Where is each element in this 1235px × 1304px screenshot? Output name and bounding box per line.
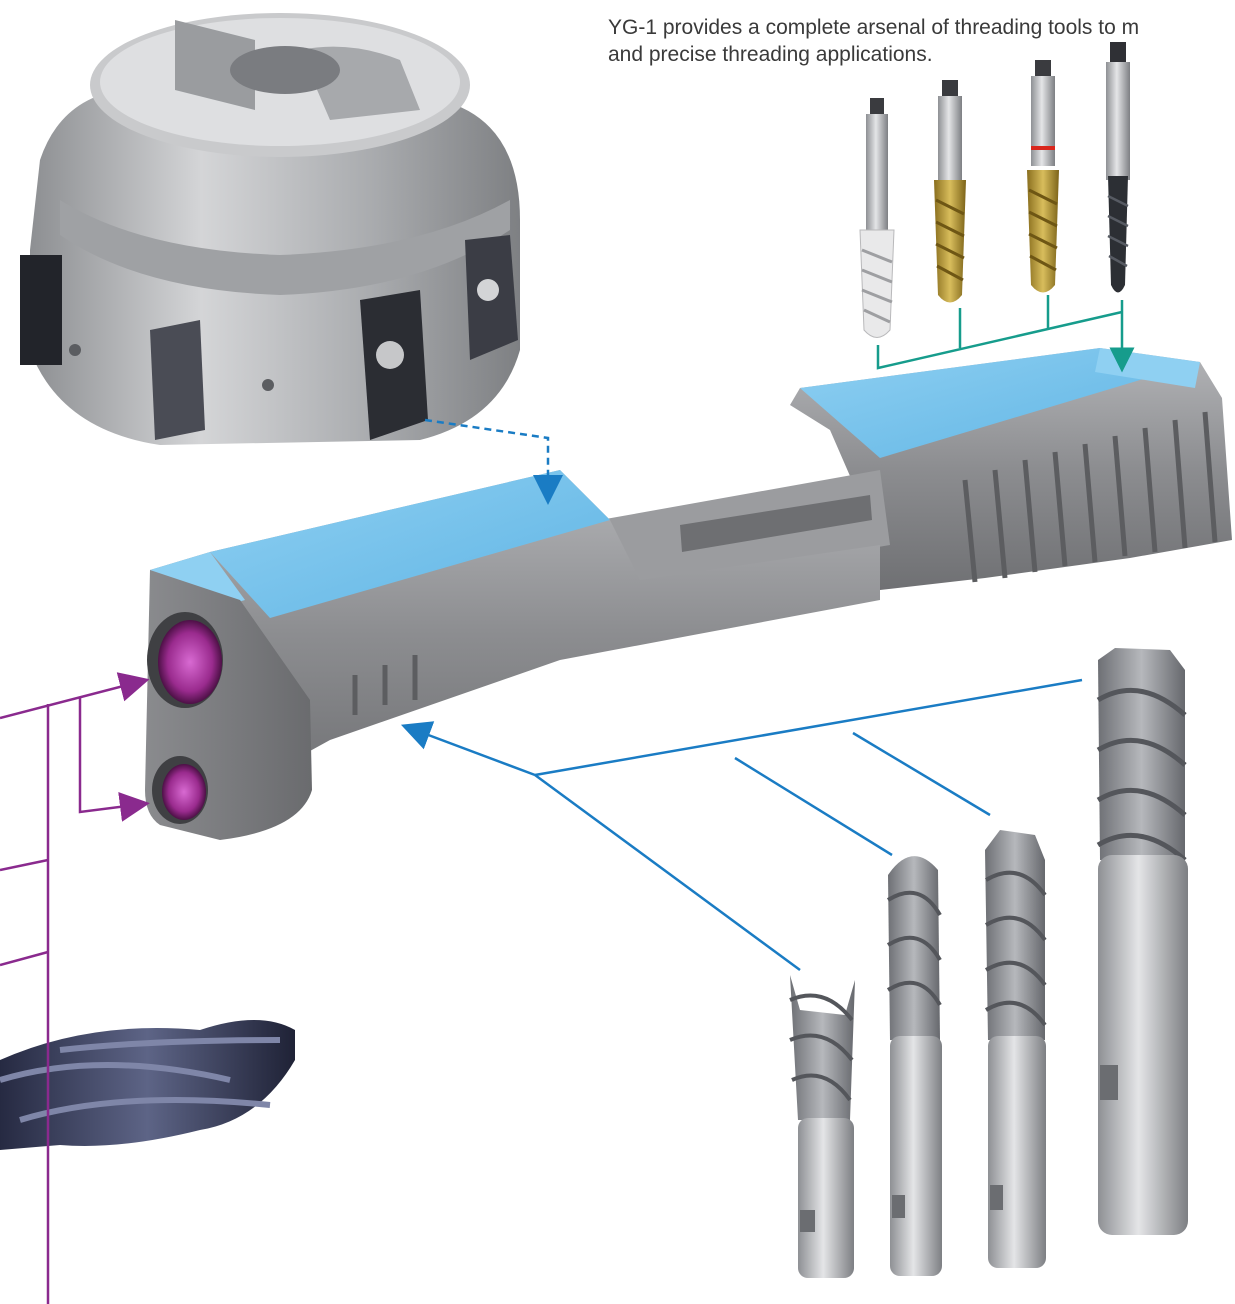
- end-mill-icon: [789, 648, 1188, 1278]
- front-serrations: [352, 655, 418, 715]
- tap-gold-1: [934, 80, 966, 303]
- end-mill-1: [789, 975, 855, 1278]
- end-mill-2: [886, 856, 942, 1276]
- tap-gold-2: [1027, 60, 1059, 293]
- end-mill-3: [984, 830, 1047, 1268]
- drilling-callout: [0, 672, 150, 1304]
- end-milling-callout: [400, 678, 1083, 972]
- twist-drill-icon: [0, 1020, 295, 1150]
- end-mill-4: [1096, 648, 1188, 1235]
- threading-intro-line-2: and precise threading applications.: [608, 43, 933, 66]
- threading-callout: [876, 295, 1135, 373]
- threading-intro-text: YG-1 provides a complete arsenal of thre…: [608, 14, 1235, 68]
- machined-top-rear: [800, 348, 1180, 458]
- insert-front-left: [150, 320, 205, 440]
- insert-left: [20, 255, 62, 365]
- pistol-slide-icon: [145, 348, 1232, 840]
- lower-bore: [162, 764, 206, 820]
- tap-red-ring: [1031, 146, 1055, 150]
- tap-silver: [859, 98, 895, 338]
- upper-bore: [158, 620, 222, 704]
- indexable-face-mill-icon: [20, 13, 520, 445]
- face-milling-callout: [424, 418, 563, 505]
- machined-top-front: [210, 470, 610, 618]
- rear-serrations: [962, 411, 1218, 583]
- tap-black: [1106, 42, 1130, 293]
- threading-intro-line-1: YG-1 provides a complete arsenal of thre…: [608, 16, 1140, 39]
- thread-tap-icon: [859, 42, 1130, 338]
